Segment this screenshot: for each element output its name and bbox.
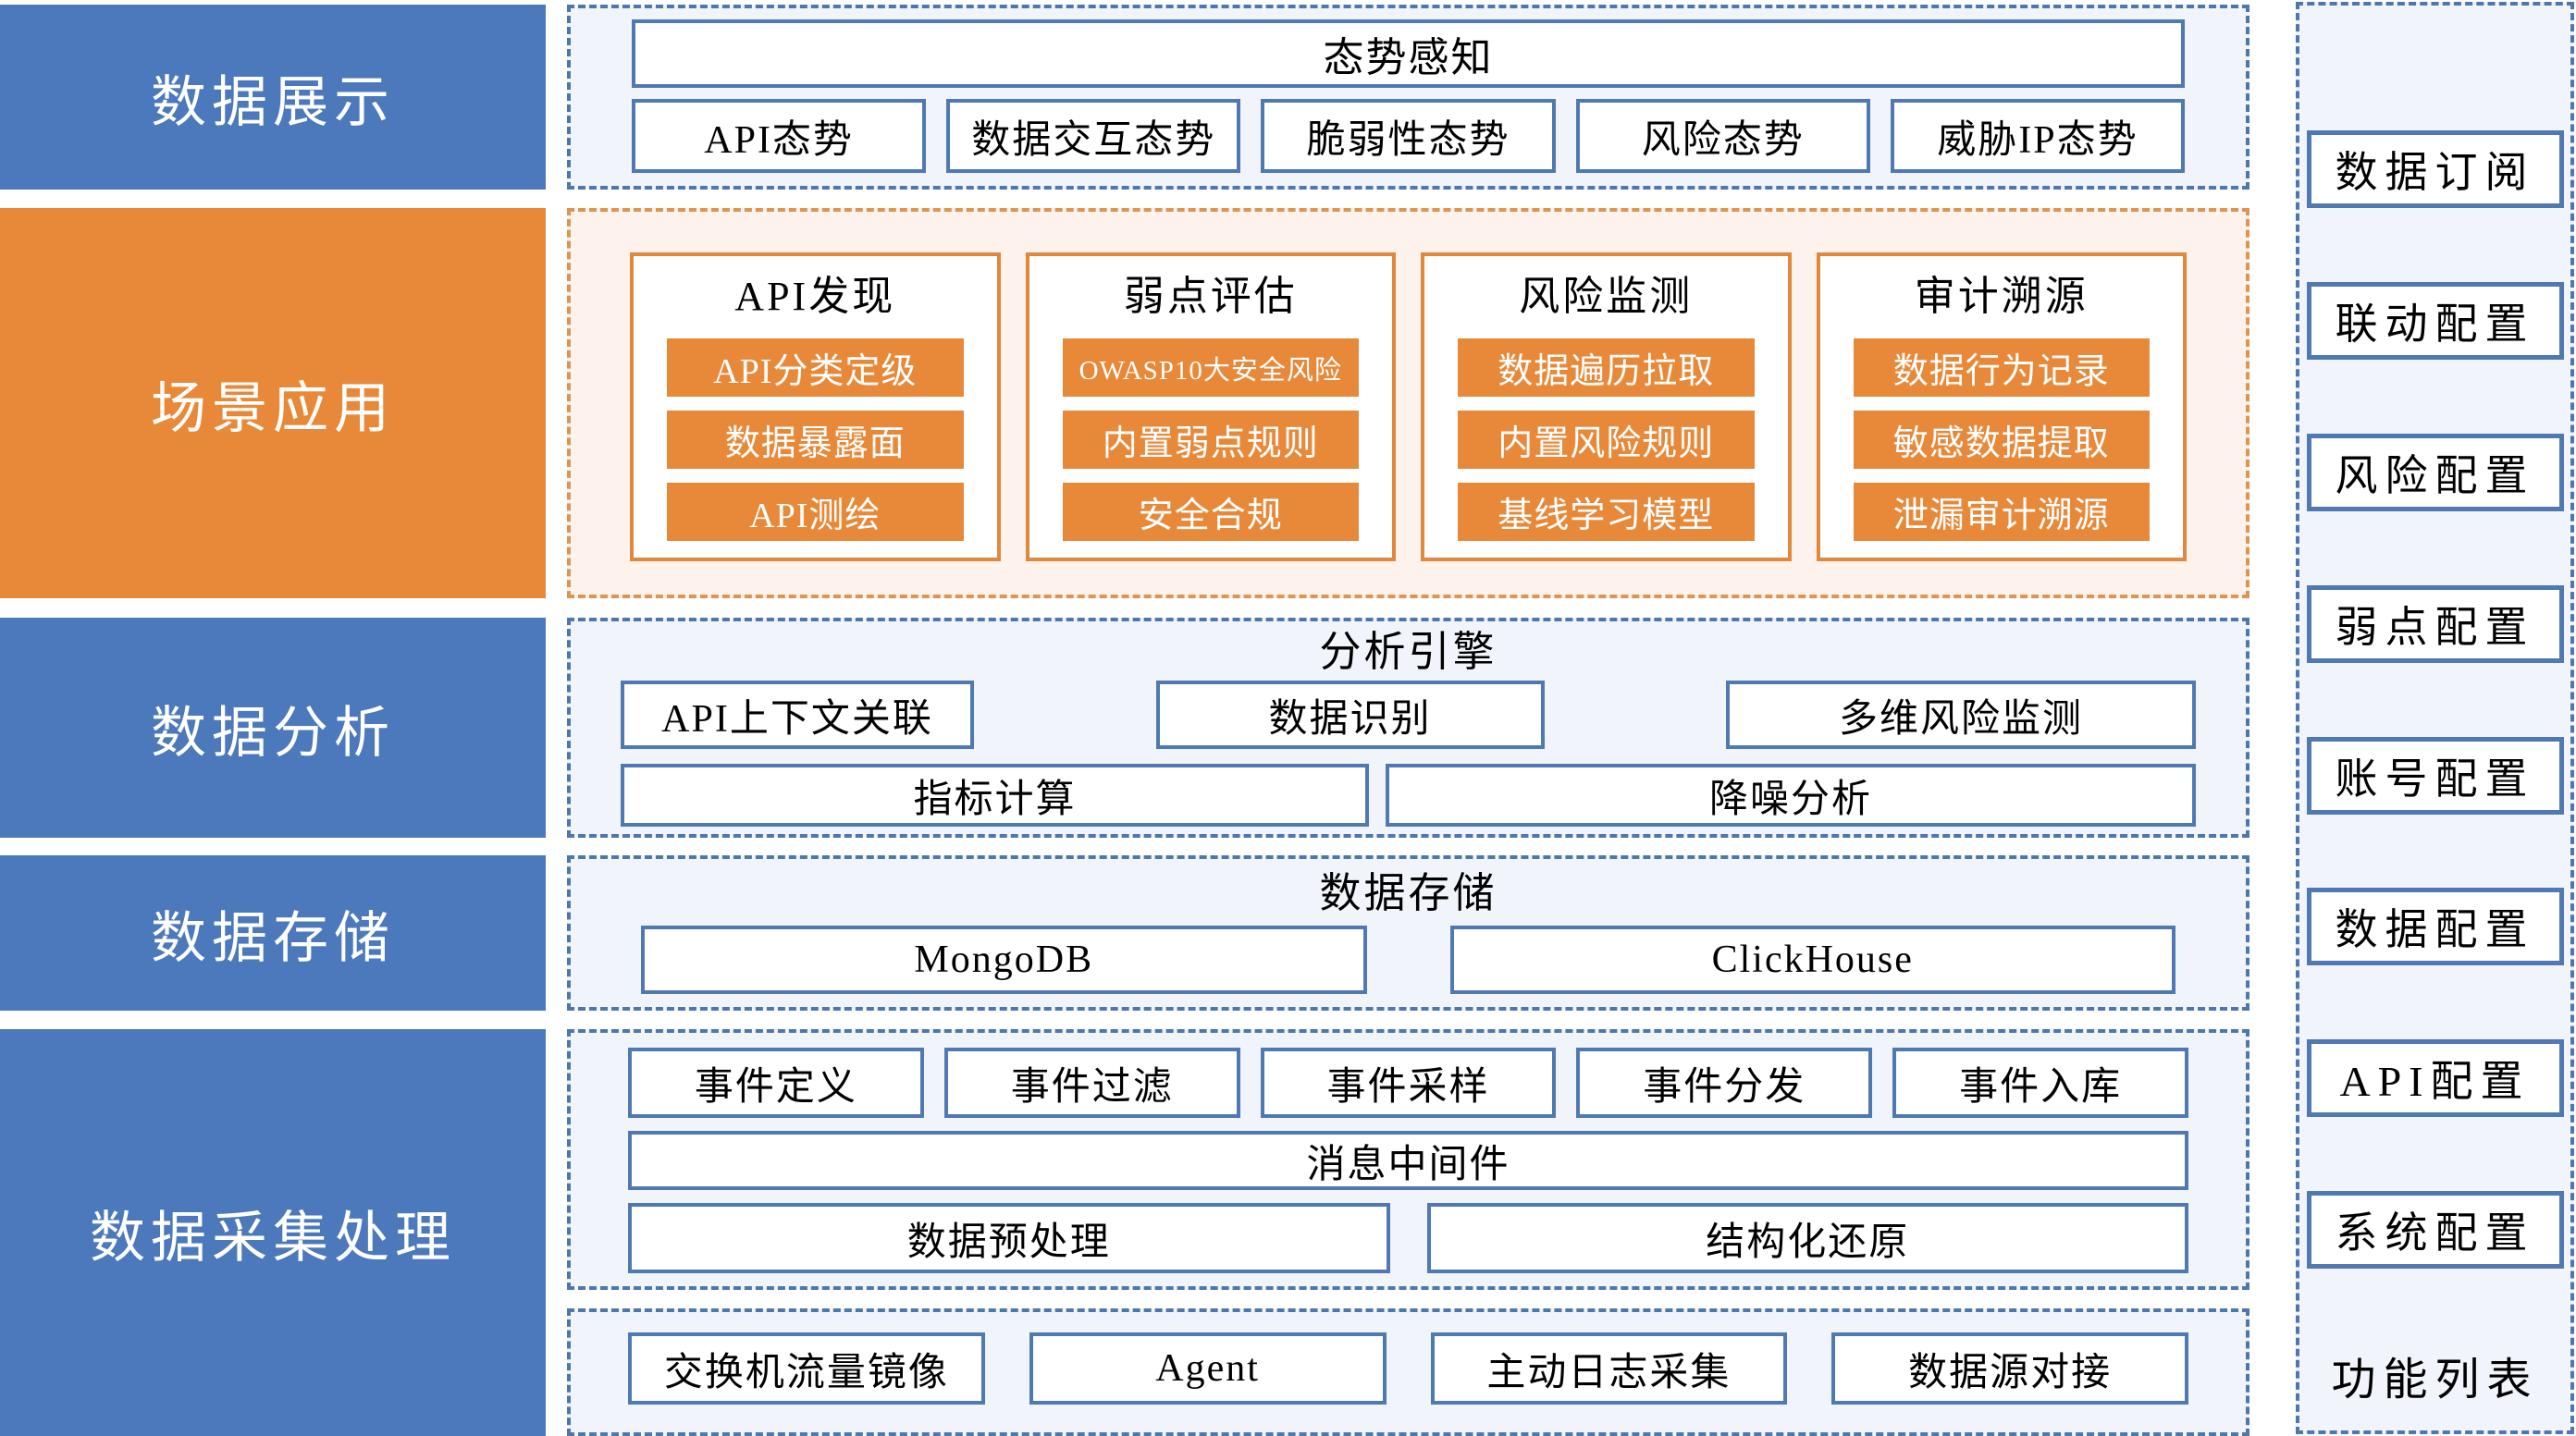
preprocess-row: 数据预处理 结构化还原 — [628, 1203, 2188, 1273]
box-event-filtering: 事件过滤 — [943, 1048, 1240, 1118]
sidebar-item-account-config: 账号配置 — [2306, 736, 2564, 815]
sidebar-item-system-config: 系统配置 — [2306, 1191, 2564, 1270]
layer-scenario-application: 场景应用 — [0, 208, 546, 598]
config-sidebar: 数据订阅 联动配置 风险配置 弱点配置 账号配置 数据配置 API配置 系统配置… — [2296, 2, 2574, 1434]
storage-box-row: MongoDB ClickHouse — [641, 926, 2175, 994]
bar-data-traversal-pull: 数据遍历拉取 — [1458, 338, 1755, 397]
box-threat-ip-situation: 威胁IP态势 — [1890, 99, 2186, 173]
box-message-middleware: 消息中间件 — [628, 1131, 2188, 1190]
box-structured-restoration: 结构化还原 — [1426, 1203, 2188, 1273]
box-event-sampling: 事件采样 — [1260, 1048, 1557, 1118]
box-agent: Agent — [1029, 1332, 1387, 1405]
bar-builtin-risk-rules: 内置风险规则 — [1458, 411, 1755, 469]
row-data-storage: 数据存储 数据存储 MongoDB ClickHouse — [0, 855, 2249, 1011]
box-noise-reduction-analysis: 降噪分析 — [1386, 764, 2196, 827]
card-weakness-assessment: 弱点评估 OWASP10大安全风险 内置弱点规则 安全合规 — [1025, 252, 1396, 561]
event-box-row: 事件定义 事件过滤 事件采样 事件分发 事件入库 — [628, 1048, 2188, 1118]
box-event-warehousing: 事件入库 — [1892, 1048, 2188, 1118]
box-situation-awareness: 态势感知 — [632, 19, 2185, 88]
box-clickhouse: ClickHouse — [1449, 926, 2175, 994]
box-api-situation: API态势 — [632, 99, 927, 173]
box-mongodb: MongoDB — [641, 926, 1367, 994]
bar-builtin-weakness-rules: 内置弱点规则 — [1062, 411, 1359, 469]
row-data-display: 数据展示 态势感知 API态势 数据交互态势 脆弱性态势 风险态势 威胁IP态势 — [0, 5, 2249, 190]
bar-data-behavior-record: 数据行为记录 — [1853, 338, 2150, 397]
sidebar-item-weakness-config: 弱点配置 — [2306, 584, 2564, 663]
box-vulnerability-situation: 脆弱性态势 — [1261, 99, 1556, 173]
title-analysis-engine: 分析引擎 — [1319, 629, 1498, 675]
card-api-discovery: API发现 API分类定级 数据暴露面 API测绘 — [630, 252, 1001, 561]
panel-data-storage: 数据存储 MongoDB ClickHouse — [567, 855, 2249, 1011]
box-data-interaction-situation: 数据交互态势 — [946, 99, 1241, 173]
layer-data-analysis: 数据分析 — [0, 618, 546, 838]
card-weakness-assessment-title: 弱点评估 — [1123, 274, 1298, 319]
box-risk-situation: 风险态势 — [1575, 99, 1870, 173]
card-risk-monitoring: 风险监测 数据遍历拉取 内置风险规则 基线学习模型 — [1421, 252, 1792, 561]
box-switch-traffic-mirror: 交换机流量镜像 — [628, 1332, 985, 1405]
row-data-collection: 数据采集处理 事件定义 事件过滤 事件采样 事件分发 事件入库 消息中间件 数据… — [0, 1029, 2249, 1436]
layer-rows: 数据展示 态势感知 API态势 数据交互态势 脆弱性态势 风险态势 威胁IP态势… — [0, 5, 2249, 1436]
panel-scenario-application: API发现 API分类定级 数据暴露面 API测绘 弱点评估 OWASP10大安… — [567, 208, 2249, 598]
box-metric-calculation: 指标计算 — [621, 764, 1370, 827]
panel-data-sources: 交换机流量镜像 Agent 主动日志采集 数据源对接 — [567, 1308, 2249, 1436]
title-data-storage: 数据存储 — [1319, 870, 1498, 916]
box-datasource-integration: 数据源对接 — [1831, 1332, 2188, 1405]
panel-event-processing: 事件定义 事件过滤 事件采样 事件分发 事件入库 消息中间件 数据预处理 结构化… — [567, 1029, 2249, 1290]
card-audit-tracing: 审计溯源 数据行为记录 敏感数据提取 泄漏审计溯源 — [1816, 252, 2187, 561]
collection-panels: 事件定义 事件过滤 事件采样 事件分发 事件入库 消息中间件 数据预处理 结构化… — [567, 1029, 2249, 1436]
box-data-identification: 数据识别 — [1155, 681, 1545, 749]
sidebar-footer-function-list: 功能列表 — [2331, 1356, 2539, 1405]
bar-leak-audit-tracing: 泄漏审计溯源 — [1853, 483, 2150, 541]
bar-baseline-learning-model: 基线学习模型 — [1458, 483, 1755, 541]
analysis-row-2: 指标计算 降噪分析 — [621, 764, 2196, 827]
card-audit-tracing-title: 审计溯源 — [1914, 274, 2089, 319]
situation-box-row: API态势 数据交互态势 脆弱性态势 风险态势 威胁IP态势 — [632, 99, 2186, 173]
box-active-log-collection: 主动日志采集 — [1430, 1332, 1788, 1405]
sidebar-item-data-config: 数据配置 — [2306, 888, 2564, 966]
sidebar-item-risk-config: 风险配置 — [2306, 433, 2564, 511]
box-api-context-correlation: API上下文关联 — [621, 681, 974, 749]
middleware-row: 消息中间件 — [628, 1131, 2188, 1190]
panel-data-analysis: 分析引擎 API上下文关联 数据识别 多维风险监测 指标计算 降噪分析 — [567, 618, 2249, 838]
bar-data-exposure-surface: 数据暴露面 — [667, 411, 964, 469]
sidebar-item-data-subscription: 数据订阅 — [2306, 130, 2564, 208]
bar-owasp-top10-risks: OWASP10大安全风险 — [1062, 338, 1359, 397]
bar-security-compliance: 安全合规 — [1062, 483, 1359, 541]
box-data-preprocessing: 数据预处理 — [628, 1203, 1390, 1273]
layer-data-collection: 数据采集处理 — [0, 1029, 546, 1436]
panel-data-display: 态势感知 API态势 数据交互态势 脆弱性态势 风险态势 威胁IP态势 — [567, 5, 2249, 190]
box-multidim-risk-monitoring: 多维风险监测 — [1726, 681, 2196, 749]
layer-data-storage: 数据存储 — [0, 855, 546, 1011]
box-event-definition: 事件定义 — [628, 1048, 924, 1118]
analysis-row-1: API上下文关联 数据识别 多维风险监测 — [621, 681, 2196, 749]
box-event-distribution: 事件分发 — [1576, 1048, 1873, 1118]
sidebar-item-linkage-config: 联动配置 — [2306, 281, 2564, 360]
bar-api-mapping: API测绘 — [667, 483, 964, 541]
card-api-discovery-title: API发现 — [734, 274, 896, 319]
layer-data-display: 数据展示 — [0, 5, 546, 190]
row-scenario-application: 场景应用 API发现 API分类定级 数据暴露面 API测绘 弱点评估 OWAS… — [0, 208, 2249, 598]
bar-sensitive-data-extraction: 敏感数据提取 — [1853, 411, 2150, 469]
row-data-analysis: 数据分析 分析引擎 API上下文关联 数据识别 多维风险监测 指标计算 降噪分析 — [0, 618, 2249, 838]
card-risk-monitoring-title: 风险监测 — [1519, 274, 1694, 319]
sidebar-item-api-config: API配置 — [2306, 1039, 2564, 1118]
bar-api-classification: API分类定级 — [667, 338, 964, 397]
